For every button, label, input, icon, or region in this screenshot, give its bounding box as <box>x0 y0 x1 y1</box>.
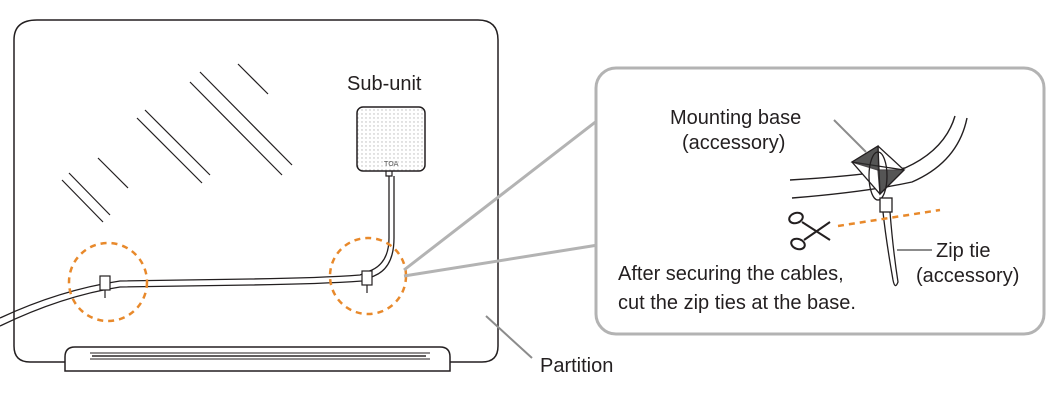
zip-tie-label: Zip tie <box>936 240 990 262</box>
toa-logo: TOA <box>383 160 399 168</box>
leader-lines <box>485 119 932 359</box>
callout-connector <box>403 118 599 278</box>
scissors-icon <box>788 211 831 251</box>
detail-cable <box>789 115 968 199</box>
instruction-line-2: cut the zip ties at the base. <box>618 292 856 314</box>
instruction-line-1: After securing the cables, <box>618 263 844 285</box>
cable-clip-left <box>99 275 111 298</box>
callout-box <box>594 66 1046 336</box>
mounting-base-label: Mounting base <box>670 107 801 129</box>
cable-clip-right <box>361 270 373 293</box>
mounting-base-accessory-label: (accessory) <box>682 132 785 154</box>
mounting-base-detail <box>850 144 906 196</box>
sub-unit-device: TOA <box>356 106 426 177</box>
zip-tie-detail <box>868 151 899 287</box>
partition-label: Partition <box>540 355 613 377</box>
partition-panel <box>13 19 499 372</box>
sub-unit-label: Sub-unit <box>347 73 422 95</box>
zip-tie-accessory-label: (accessory) <box>916 265 1019 287</box>
cable <box>0 176 395 327</box>
glass-reflection-lines <box>61 63 293 223</box>
highlight-circle-left <box>67 241 149 323</box>
